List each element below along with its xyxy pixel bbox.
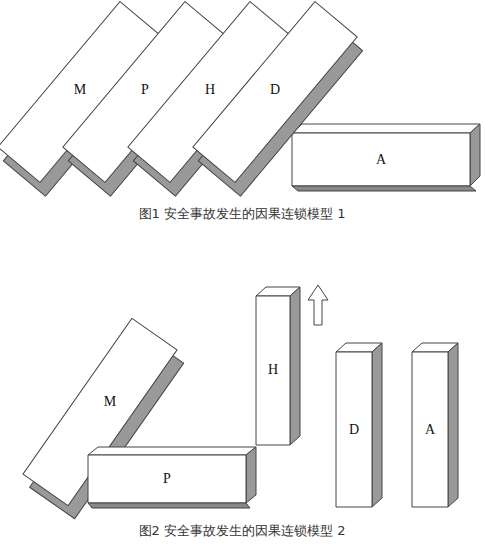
- block-letter: A: [376, 152, 386, 168]
- domino-block: D: [345, 420, 363, 440]
- domino-block: H: [201, 80, 219, 100]
- domino-block: D: [266, 80, 284, 100]
- domino-block: P: [159, 469, 175, 489]
- domino-block: M: [100, 392, 120, 412]
- domino-block: A: [421, 420, 439, 440]
- domino-block: A: [372, 150, 390, 170]
- block-letter: M: [104, 394, 116, 410]
- block-letter: H: [205, 82, 215, 98]
- figure-caption: 图2 安全事故发生的因果连锁模型 2: [139, 522, 346, 540]
- domino-block: M: [70, 80, 90, 100]
- block-letter: D: [349, 422, 359, 438]
- block-letter: H: [268, 362, 278, 378]
- block-letter: A: [425, 422, 435, 438]
- block-letter: P: [141, 82, 149, 98]
- block-letter: P: [163, 471, 171, 487]
- domino-block: P: [137, 80, 153, 100]
- domino-block: H: [264, 360, 282, 380]
- block-letter: D: [270, 82, 280, 98]
- figure-caption: 图1 安全事故发生的因果连锁模型 1: [139, 205, 346, 223]
- block-letter: M: [74, 82, 86, 98]
